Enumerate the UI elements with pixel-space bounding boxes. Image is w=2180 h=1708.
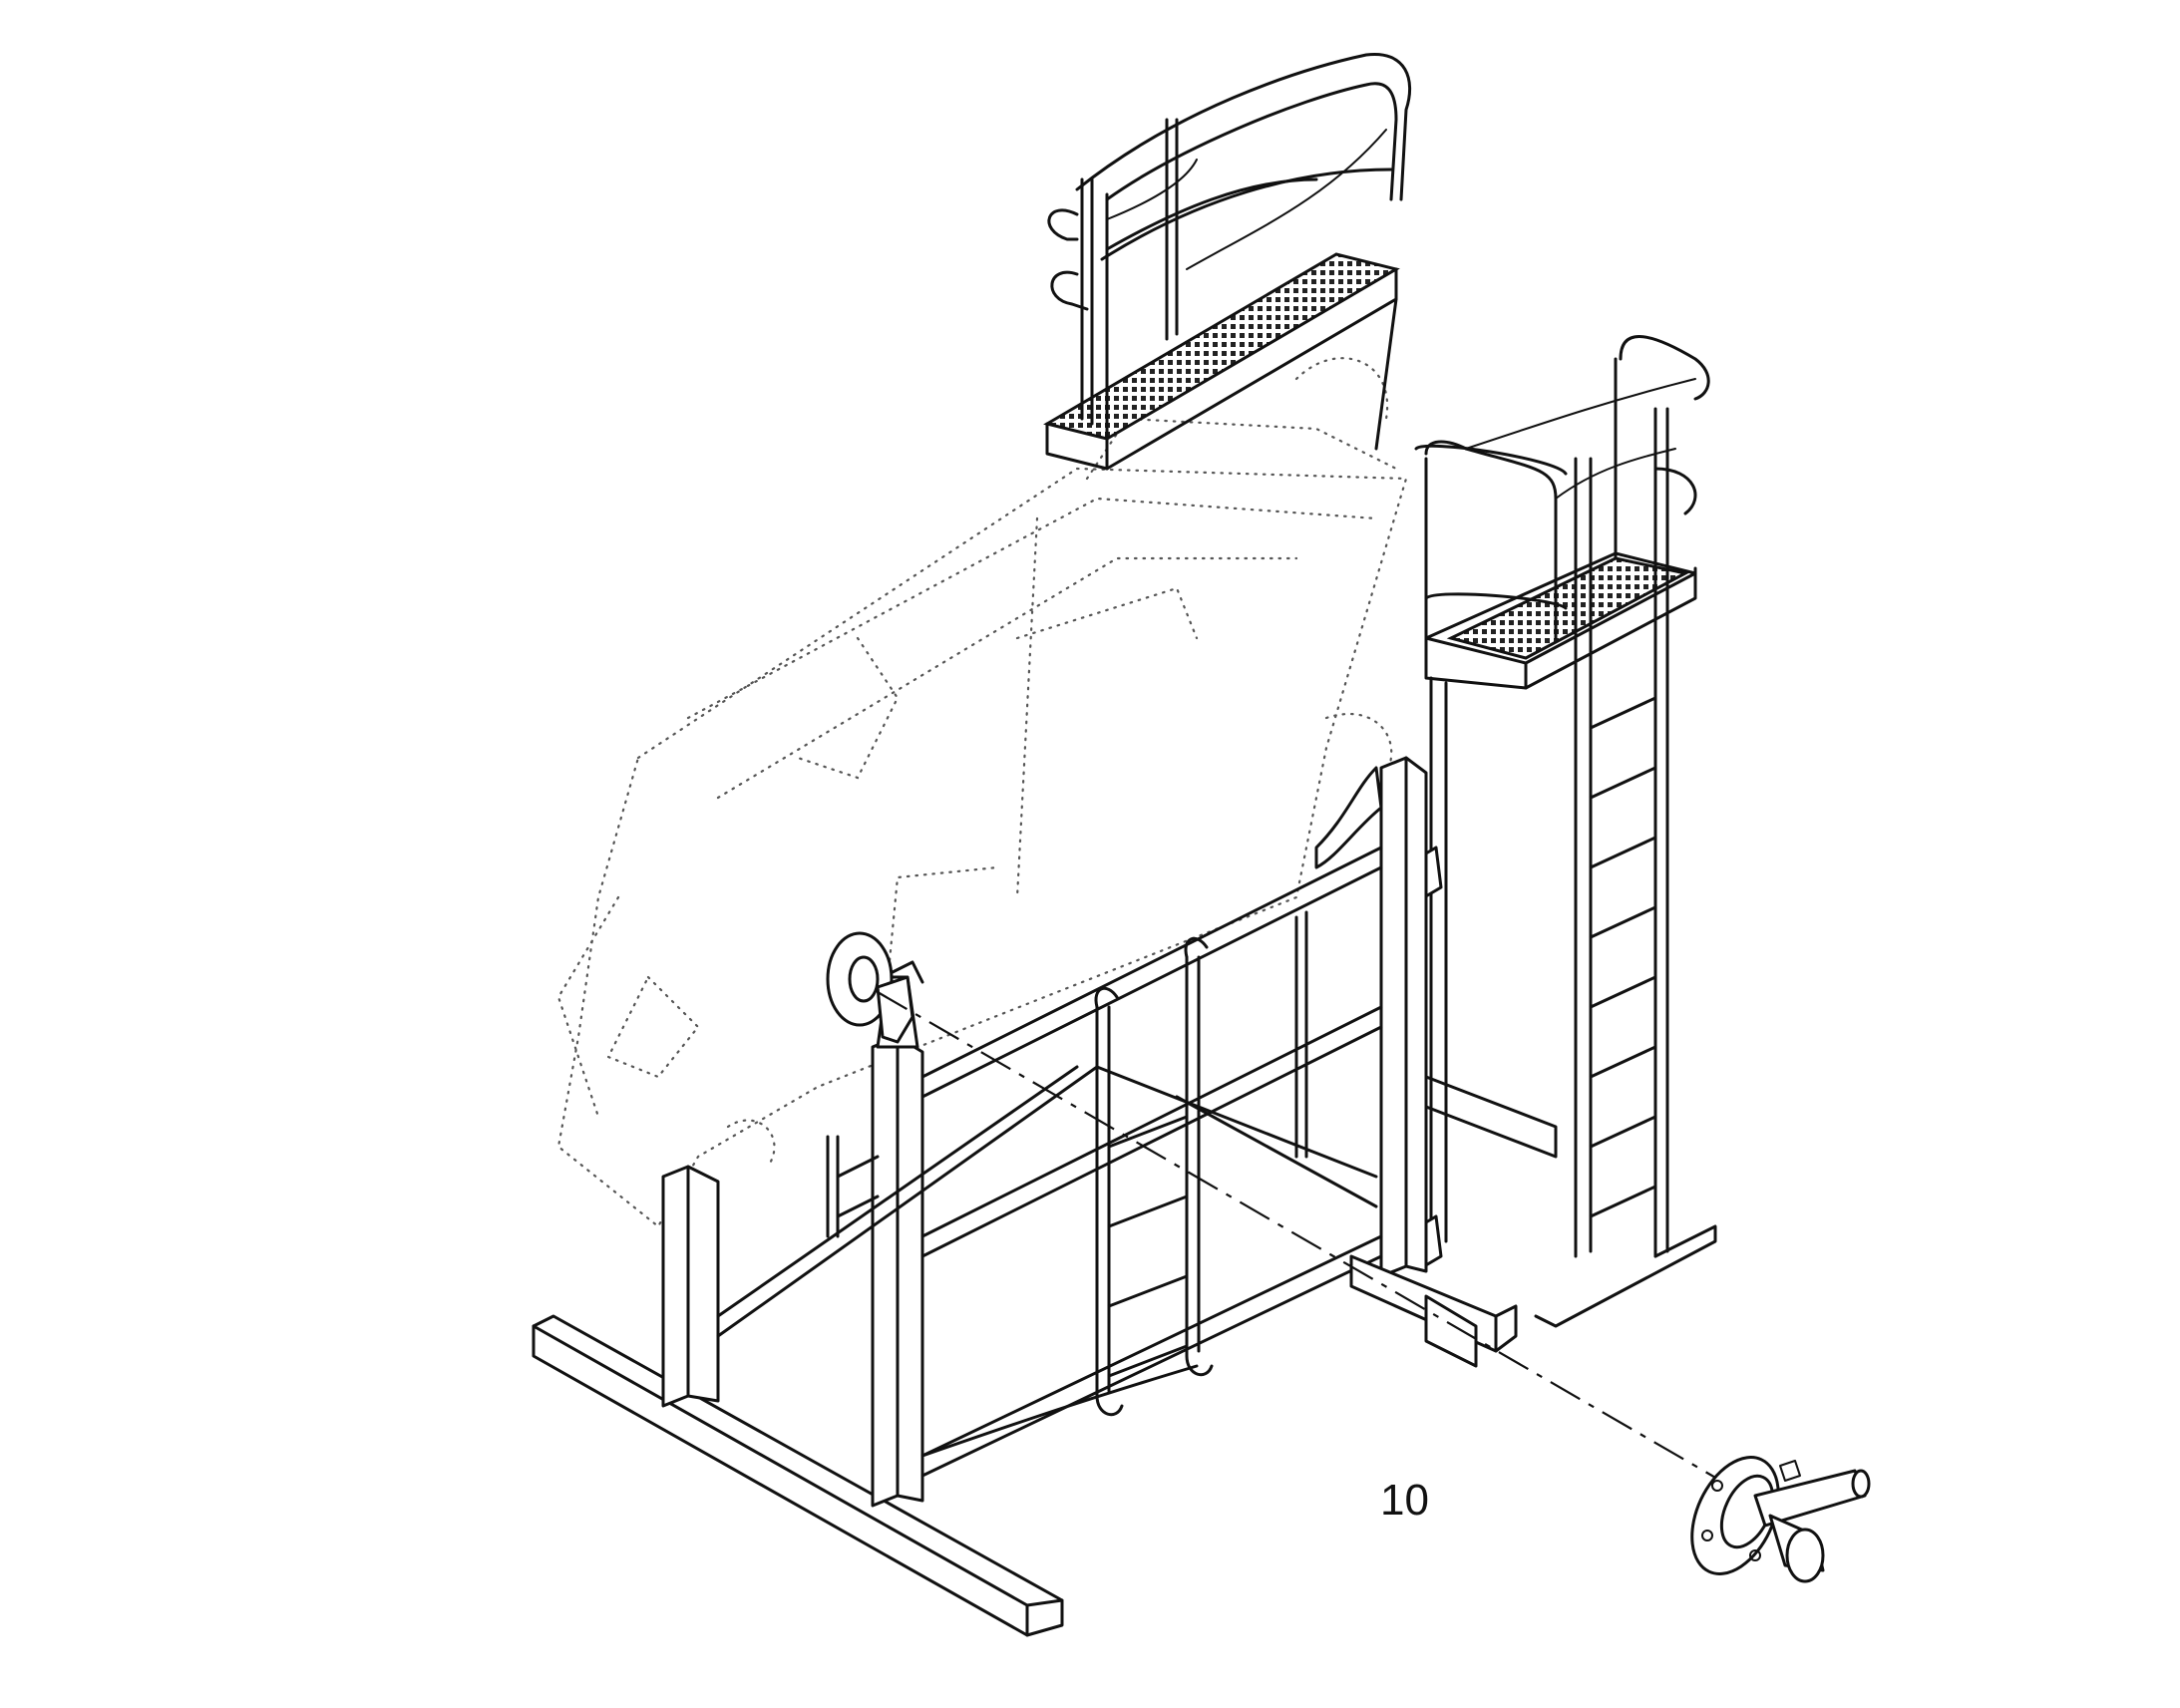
upper-platform-left	[1043, 52, 1412, 471]
pin-assembly-part-10	[1690, 1456, 1871, 1583]
ladder-tower-right	[1414, 335, 1717, 1328]
callout-part-number: 10	[1380, 1476, 1429, 1525]
upper-mount-flange	[826, 931, 924, 1044]
assembly-axis-line	[877, 991, 1756, 1502]
inner-ladder	[836, 936, 1214, 1417]
phantom-boom-outline	[556, 357, 1408, 1228]
